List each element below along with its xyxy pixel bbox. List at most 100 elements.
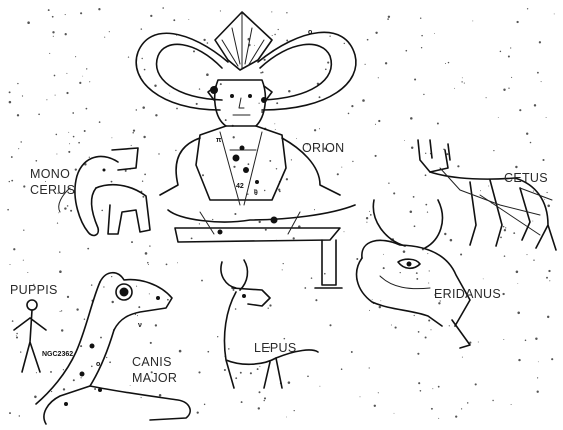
star-dot [70,210,72,212]
star-dot [136,286,137,287]
star-dot [147,262,149,264]
star-dot [541,81,542,82]
star-dot [341,368,343,370]
star-dot [50,371,52,373]
star-dot [450,239,453,242]
star-dot [461,408,462,409]
star-dot [272,35,273,36]
star-dot [262,71,264,73]
star-dot [86,108,88,110]
star-dot [286,40,288,42]
star-dot [10,264,11,265]
star-dot [220,83,222,85]
star-dot [461,81,462,82]
star-speckles [7,7,554,419]
star-dot [240,372,242,374]
star-dot [61,310,62,311]
star-dot [109,361,111,363]
star-dot [369,310,370,311]
star-dot [533,260,534,261]
star-dot [35,160,37,162]
star-dot [56,134,58,136]
star-dot [142,106,145,109]
star-dot [478,342,479,343]
star-dot [284,338,286,340]
star-dot [53,36,54,37]
star-dot [136,109,137,110]
star-dot [175,150,176,151]
star-dot [111,301,113,303]
star-dot [425,153,426,154]
star-dot [177,262,178,263]
star-dot [36,372,37,373]
star-dot [133,129,135,131]
star-dot [279,191,281,193]
star-dot [207,42,209,44]
star-dot [428,283,429,284]
star-dot [16,333,18,335]
star-dot [526,254,527,255]
star-dot [505,227,506,228]
label-monoceros-line1: MONO [30,167,70,181]
star-dot [369,367,370,368]
star-dot [250,372,252,374]
star-dot [278,29,279,30]
star-dot [276,102,278,104]
star-dot [503,226,505,228]
label-canis-line2: MAJOR [132,371,177,385]
star-dot [296,138,297,139]
star-dot [176,108,178,110]
star-dot [388,16,390,18]
star-dot [91,284,92,285]
star-dot [438,386,440,388]
star-dot [196,103,198,105]
star-dot [23,260,24,261]
star-dot [80,12,82,14]
star-dot [427,211,428,212]
star-dot [488,186,489,187]
star-dot [17,83,18,84]
star-dot [472,20,473,21]
star-dot [56,154,57,155]
star-dot [405,50,407,52]
star-dot [58,212,59,213]
star-dot [395,327,397,329]
star-dot [158,153,159,154]
label-orion: ORION [302,141,344,155]
star-dot [508,88,509,89]
star-dot [51,391,52,392]
star-dot [416,278,418,280]
star-dot [89,81,90,82]
star-dot [517,312,520,315]
star-dot [425,336,427,338]
star-dot [410,117,413,120]
star-dot [235,377,237,379]
star-dot [143,136,145,138]
star-dot [149,245,150,246]
star-dot [76,308,78,310]
star-dot [429,270,430,271]
star-dot [228,348,230,350]
star-dot [142,181,143,182]
star-dot [278,189,280,191]
star-dot [150,15,152,17]
star-dot [202,174,204,176]
star-dot [288,381,291,384]
star-dot [493,150,494,151]
star-dot [391,325,392,326]
star-dot [199,223,200,224]
star-dot [80,345,82,347]
star-dot [264,190,265,191]
star-dot [27,272,28,273]
star-dot [75,168,77,170]
star-dot [457,165,459,167]
star-dot [418,331,420,333]
star-dot [455,415,457,417]
star-dot [78,142,80,144]
star-dot [66,92,68,94]
star-dot [234,213,236,215]
star-dot [286,417,287,418]
star-dot [329,324,331,326]
star-dot [167,299,169,301]
star-dot [80,377,81,378]
